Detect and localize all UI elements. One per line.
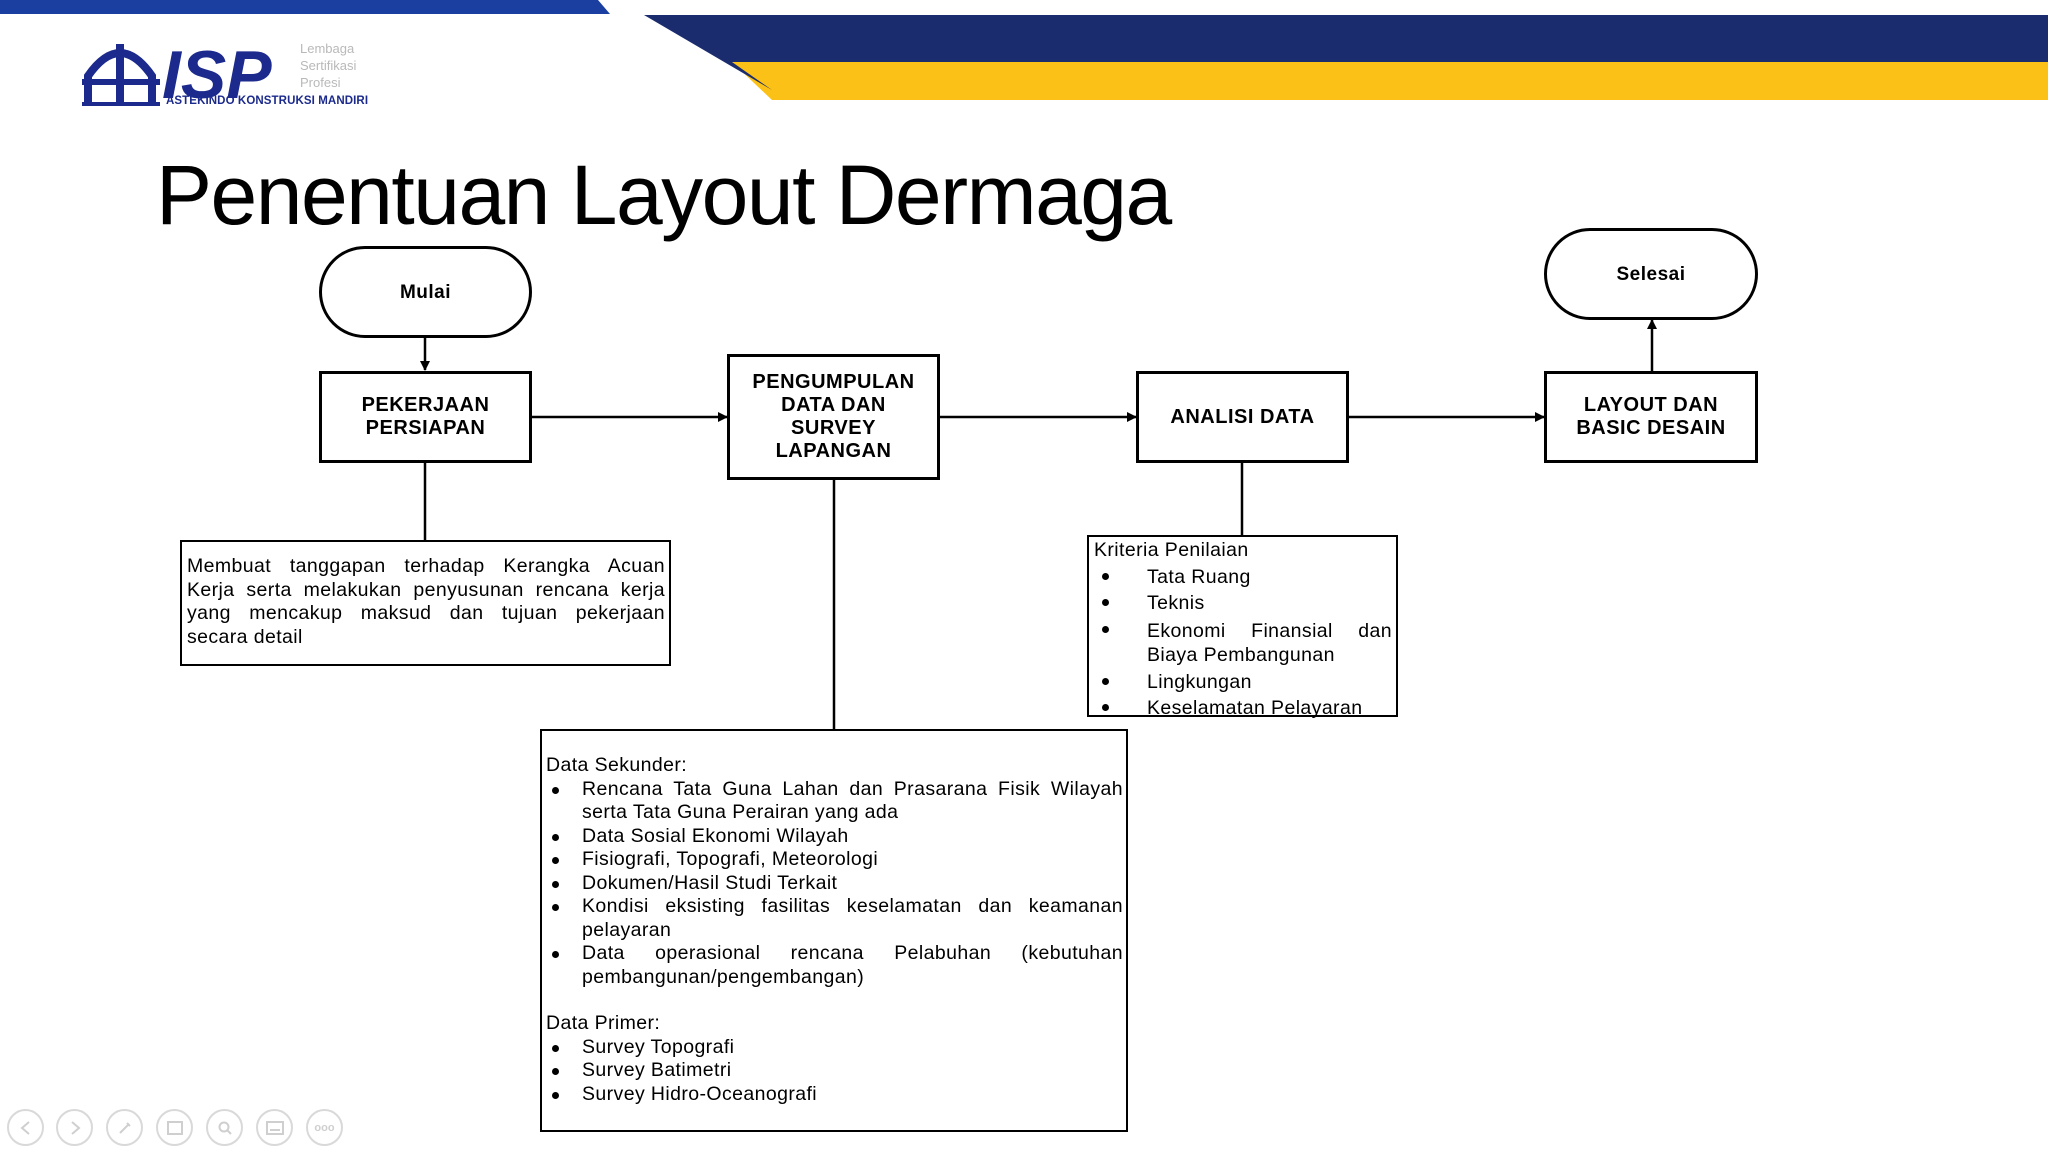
header-yellow-band bbox=[732, 62, 2048, 100]
data-sekunder-item: Data Sosial Ekonomi Wilayah bbox=[546, 825, 1123, 849]
step-layout-basic-desain: LAYOUT DAN BASIC DESAIN bbox=[1544, 371, 1758, 463]
note-persiapan-text: Membuat tanggapan terhadap Kerangka Acua… bbox=[187, 555, 665, 648]
data-primer-list: Survey Topografi Survey Batimetri Survey… bbox=[546, 1036, 1123, 1107]
data-primer-heading: Data Primer: bbox=[546, 1012, 661, 1034]
data-sekunder-item: Data operasional rencana Pelabuhan (kebu… bbox=[546, 942, 1123, 989]
kriteria-item: Ekonomi Finansial dan Biaya Pembangunan bbox=[1094, 617, 1392, 669]
header-blue-stripe-left bbox=[0, 0, 610, 14]
data-sekunder-item: Dokumen/Hasil Studi Terkait bbox=[546, 872, 1123, 896]
data-sekunder-list: Rencana Tata Guna Lahan dan Prasarana Fi… bbox=[546, 778, 1123, 990]
logo: ISP bbox=[82, 38, 382, 114]
step-pengumpulan-data: PENGUMPULAN DATA DAN SURVEY LAPANGAN bbox=[727, 354, 940, 480]
end-terminal: Selesai bbox=[1544, 228, 1758, 320]
data-sekunder-item: Fisiografi, Topografi, Meteorologi bbox=[546, 848, 1123, 872]
subtitles-icon[interactable] bbox=[256, 1109, 293, 1146]
previous-icon[interactable] bbox=[7, 1109, 44, 1146]
kriteria-list: Tata Ruang Teknis Ekonomi Finansial dan … bbox=[1094, 564, 1392, 722]
logo-tagline: Lembaga Sertifikasi Profesi bbox=[300, 41, 357, 90]
kriteria-item: Keselamatan Pelayaran bbox=[1094, 695, 1392, 722]
kriteria-item: Teknis bbox=[1094, 590, 1392, 617]
kriteria-item: Tata Ruang bbox=[1094, 564, 1392, 591]
data-primer-item: Survey Batimetri bbox=[546, 1059, 1123, 1083]
step-analisi-data: ANALISI DATA bbox=[1136, 371, 1349, 463]
data-sekunder-item: Kondisi eksisting fasilitas keselamatan … bbox=[546, 895, 1123, 942]
note-persiapan: Membuat tanggapan terhadap Kerangka Acua… bbox=[180, 540, 671, 666]
pen-icon[interactable] bbox=[106, 1109, 143, 1146]
note-data-survey: Data Sekunder: Rencana Tata Guna Lahan d… bbox=[540, 729, 1128, 1132]
header-navy-band bbox=[644, 15, 2048, 90]
slides-icon[interactable] bbox=[156, 1109, 193, 1146]
slide-title: Penentuan Layout Dermaga bbox=[156, 148, 1172, 242]
kriteria-item: Lingkungan bbox=[1094, 669, 1392, 696]
logo-organization: ASTEKINDO KONSTRUKSI MANDIRI bbox=[166, 95, 369, 107]
next-icon[interactable] bbox=[56, 1109, 93, 1146]
logo-wordmark: ISP bbox=[162, 42, 272, 104]
data-sekunder-item: Rencana Tata Guna Lahan dan Prasarana Fi… bbox=[546, 778, 1123, 825]
svg-text:ISP: ISP bbox=[162, 42, 272, 104]
logo-arch-icon bbox=[82, 44, 160, 106]
data-primer-item: Survey Topografi bbox=[546, 1036, 1123, 1060]
more-icon[interactable]: ooo bbox=[306, 1109, 343, 1146]
data-primer-item: Survey Hidro-Oceanografi bbox=[546, 1083, 1123, 1107]
header-banner bbox=[0, 0, 2048, 100]
note-kriteria-penilaian: Kriteria Penilaian Tata Ruang Teknis Eko… bbox=[1087, 535, 1398, 719]
zoom-icon[interactable] bbox=[206, 1109, 243, 1146]
step-pekerjaan-persiapan: PEKERJAAN PERSIAPAN bbox=[319, 371, 532, 463]
kriteria-heading: Kriteria Penilaian bbox=[1094, 539, 1249, 561]
data-sekunder-heading: Data Sekunder: bbox=[546, 754, 688, 776]
start-terminal: Mulai bbox=[319, 246, 532, 338]
